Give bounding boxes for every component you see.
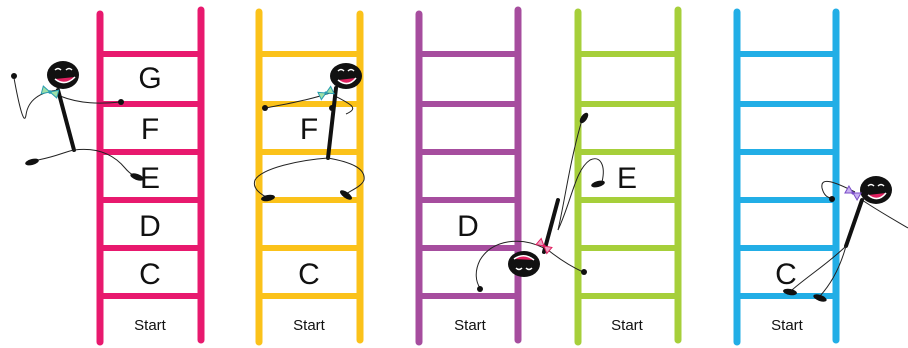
- figure-foot: [340, 190, 352, 200]
- figure-eye: [867, 183, 875, 187]
- start-label: Start: [611, 317, 644, 334]
- figure-hand: [581, 269, 587, 275]
- figure-eye: [525, 267, 533, 271]
- figure-body: [56, 88, 76, 152]
- figure-hand: [262, 105, 268, 111]
- figure-hand: [118, 99, 124, 105]
- figure-head: [330, 63, 362, 89]
- rung-label: D: [139, 210, 161, 243]
- figure-smile: [867, 192, 887, 200]
- figure-eye: [337, 68, 345, 72]
- rung-label: F: [300, 113, 318, 146]
- figure-hand: [477, 286, 483, 292]
- figure-eye: [54, 67, 62, 71]
- figure-head: [47, 61, 79, 89]
- ladder-green-rungs: [578, 51, 678, 299]
- figure-foot: [591, 180, 605, 188]
- figure-leg: [37, 149, 75, 161]
- rung-label: E: [617, 162, 637, 195]
- figure-leg: [327, 157, 365, 195]
- start-label: Start: [454, 317, 487, 334]
- figure-leg: [791, 245, 847, 291]
- bowtie-icon: [317, 85, 335, 101]
- figure-body: [844, 198, 864, 248]
- stick-figure-3: [475, 112, 605, 292]
- figure-foot: [25, 158, 39, 166]
- figure-foot: [579, 112, 589, 124]
- figure-leg: [557, 119, 583, 231]
- rung-label: C: [139, 258, 161, 291]
- ladder-yellow: F C Start: [255, 8, 364, 346]
- figure-foot: [130, 173, 144, 181]
- stick-figure-2: [253, 63, 365, 202]
- figure-hand: [829, 196, 835, 202]
- figure-foot: [783, 288, 797, 296]
- figure-eye: [347, 68, 355, 72]
- ladder-green: E Start: [574, 6, 682, 346]
- figure-arm: [475, 240, 545, 289]
- rung-label: D: [457, 210, 479, 243]
- figure-eye: [515, 267, 523, 271]
- figure-body: [326, 86, 338, 160]
- figure-smile: [337, 77, 357, 85]
- ladder-purple-rungs: [419, 51, 518, 299]
- ladder-pink-rungs: [100, 51, 201, 299]
- rung-label: C: [775, 258, 797, 291]
- ladder-pink: G F E D C Start: [96, 6, 205, 346]
- rung-label: G: [138, 62, 161, 95]
- rung-label: E: [140, 162, 160, 195]
- stick-figure-1: [11, 61, 144, 181]
- bowtie-icon: [844, 185, 862, 201]
- figure-arm: [59, 95, 121, 104]
- figure-foot: [813, 294, 827, 302]
- ladder-purple: D Start: [415, 6, 522, 346]
- figure-smile: [54, 76, 76, 84]
- ladder-yellow-rungs: [259, 51, 360, 299]
- stick-figure-4: [783, 176, 908, 302]
- bowtie-icon: [40, 85, 60, 99]
- start-label: Start: [771, 317, 804, 334]
- figure-arm: [861, 199, 908, 229]
- figure-smile: [513, 255, 535, 261]
- figure-arm: [334, 95, 354, 115]
- rung-label: C: [298, 258, 320, 291]
- start-label: Start: [293, 317, 326, 334]
- figure-leg: [819, 245, 847, 297]
- bowtie-icon: [535, 237, 553, 255]
- ladder-blue: C Start: [733, 8, 840, 346]
- figure-arm: [547, 249, 584, 273]
- figure-head: [860, 176, 892, 204]
- figure-head: [508, 251, 540, 277]
- figure-leg: [253, 157, 329, 199]
- figure-eye: [65, 67, 73, 71]
- figure-foot: [261, 194, 275, 202]
- figure-arm: [821, 180, 856, 199]
- start-label: Start: [134, 317, 167, 334]
- figure-hand: [11, 73, 17, 79]
- figure-leg: [557, 158, 604, 231]
- figure-eye: [877, 183, 885, 187]
- rung-label: F: [141, 113, 159, 146]
- figure-body: [542, 198, 560, 254]
